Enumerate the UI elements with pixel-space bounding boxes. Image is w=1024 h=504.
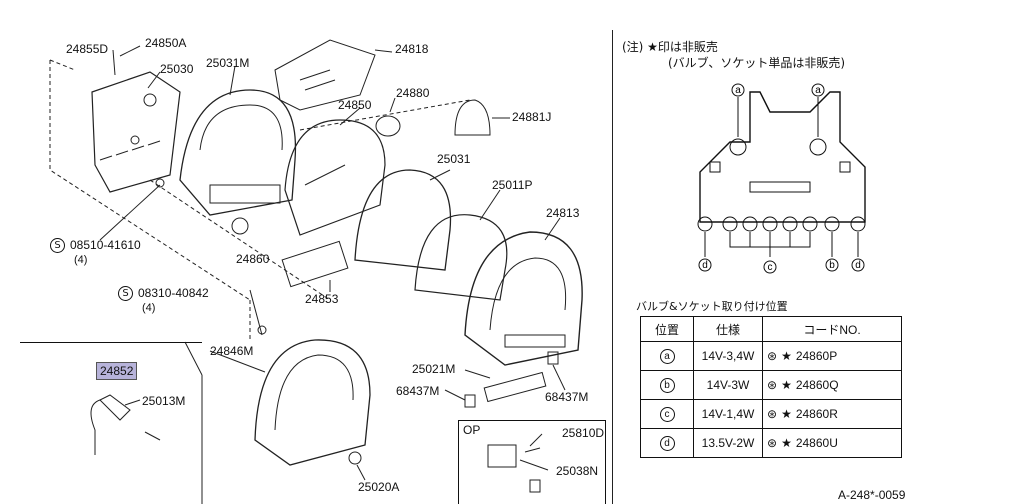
op-parts-box: OP	[458, 420, 606, 504]
part-label-24880: 24880	[396, 86, 430, 100]
position-marker: c	[659, 407, 675, 422]
marker-a-right: a	[815, 85, 821, 96]
part-label-25013M: 25013M	[142, 394, 186, 408]
part-label-25810D: 25810D	[562, 426, 605, 440]
star-icon: ★	[781, 378, 792, 392]
table-row: d 13.5V-2W ⊛★24860U	[640, 428, 902, 458]
part-label-24855D: 24855D	[66, 42, 109, 56]
cover-cap-shape	[454, 99, 491, 136]
part-label-68437M-left: 68437M	[396, 384, 440, 398]
part-label-08510-41610: 08510-41610	[70, 238, 141, 252]
bulb-socket-icon: ⊛	[767, 407, 778, 421]
position-marker: a	[659, 349, 675, 364]
table-title: バルブ&ソケット取り付け位置	[636, 300, 788, 313]
marker-b: b	[829, 260, 835, 271]
dial-face-shape	[284, 119, 386, 236]
hood-shape	[464, 231, 583, 366]
part-label-24850A: 24850A	[145, 36, 187, 50]
rear-case-shape	[254, 339, 371, 466]
lens-shape	[414, 214, 508, 301]
connector-shape	[281, 240, 349, 288]
part-label-25031: 25031	[437, 152, 471, 166]
part-label-25031M: 25031M	[206, 56, 250, 70]
bulb-socket-icon: ⊛	[767, 436, 778, 450]
spec-cell: 14V-3,4W	[693, 341, 763, 371]
knob-shape	[375, 115, 401, 137]
bulb-position-diagram: a a d c b d	[697, 83, 866, 274]
bracket-shape	[274, 39, 376, 111]
part-label-24853: 24853	[305, 292, 339, 306]
code-cell[interactable]: 24860P	[795, 349, 838, 363]
spec-cell: 13.5V-2W	[693, 428, 763, 458]
star-icon: ★	[781, 407, 792, 421]
part-label-24860: 24860	[236, 252, 270, 266]
code-cell[interactable]: 24860U	[795, 436, 838, 450]
op-label: OP	[463, 423, 481, 437]
position-marker: d	[659, 436, 675, 451]
part-label-24850: 24850	[338, 98, 372, 112]
bulb-socket-icon: ⊛	[767, 378, 778, 392]
part-label-25038N: 25038N	[556, 464, 599, 478]
header-spec: 仕様	[693, 316, 763, 342]
part-label-24881J: 24881J	[512, 110, 552, 124]
marker-c: c	[768, 262, 773, 273]
marker-d-left: d	[702, 260, 708, 271]
table-row: b 14V-3W ⊛★24860Q	[640, 370, 902, 400]
spec-cell: 14V-3W	[693, 370, 763, 400]
star-icon: ★	[781, 349, 792, 363]
ring-25031-shape	[354, 169, 452, 271]
s-mark-icon: S	[50, 238, 65, 253]
star-icon: ★	[781, 436, 792, 450]
part-label-25021M: 25021M	[412, 362, 456, 376]
code-cell[interactable]: 24860Q	[795, 378, 839, 392]
section-divider	[612, 30, 613, 504]
part-label-24846M: 24846M	[210, 344, 254, 358]
code-cell[interactable]: 24860R	[795, 407, 838, 421]
table-header-row: 位置 仕様 コードNO.	[640, 316, 902, 342]
table-row: c 14V-1,4W ⊛★24860R	[640, 399, 902, 429]
header-position: 位置	[640, 316, 694, 342]
part-label-25020A: 25020A	[358, 480, 400, 494]
table-row: a 14V-3,4W ⊛★24860P	[640, 341, 902, 371]
part-label-24813: 24813	[546, 206, 580, 220]
marker-d-right: d	[855, 260, 861, 271]
qty-08310: (4)	[142, 302, 156, 314]
part-label-68437M-right: 68437M	[545, 390, 589, 404]
note-not-for-sale: (注) ★印は非販売	[622, 40, 718, 54]
lamp-socket-shape	[99, 394, 131, 421]
note-bulb-socket: (バルブ、ソケット単品は非販売)	[668, 56, 846, 70]
socket-shape	[231, 217, 249, 235]
exploded-parts-diagram	[49, 39, 583, 504]
diagram-reference-id: A-248*-0059	[838, 488, 906, 502]
part-label-25011P: 25011P	[492, 178, 533, 192]
lamp-inset-box	[20, 342, 202, 504]
bulb-socket-icon: ⊛	[767, 349, 778, 363]
qty-08510: (4)	[74, 254, 88, 266]
part-label-08310-40842: 08310-40842	[138, 286, 209, 300]
part-label-25030: 25030	[160, 62, 194, 76]
s-mark-icon-2: S	[118, 286, 133, 301]
meter-housing-shape	[179, 89, 297, 216]
bulb-spec-table: 位置 仕様 コードNO. a 14V-3,4W ⊛★24860P b 14V-3…	[640, 316, 902, 458]
position-marker: b	[659, 378, 675, 393]
header-code: コードNO.	[762, 316, 902, 342]
part-label-24818: 24818	[395, 42, 429, 56]
spec-cell: 14V-1,4W	[693, 399, 763, 429]
part-label-24852-highlighted[interactable]: 24852	[96, 362, 138, 380]
marker-a-left: a	[735, 85, 741, 96]
circuit-board-shape	[91, 71, 181, 193]
